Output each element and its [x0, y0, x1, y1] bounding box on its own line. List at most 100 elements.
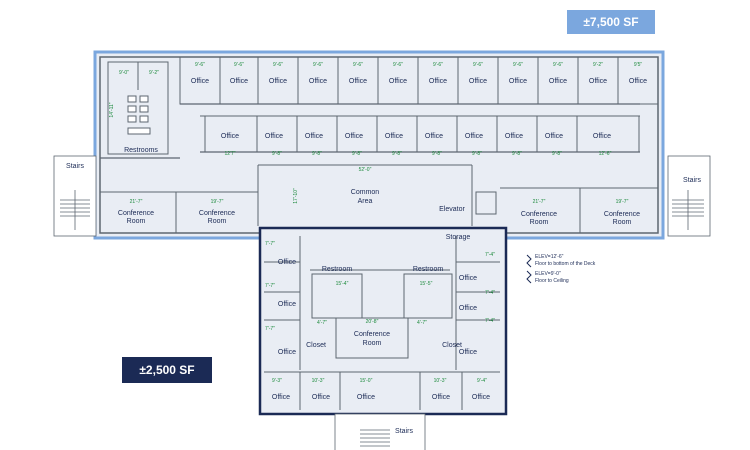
right-stairs-label: Stairs: [683, 177, 701, 184]
closet-left-label: Closet: [306, 342, 326, 349]
svg-text:Floor to Ceiling: Floor to Ceiling: [535, 278, 569, 284]
svg-text:7'-4": 7'-4": [485, 318, 495, 324]
closet-right-dim: 4'-7": [417, 320, 427, 326]
svg-text:7'-7": 7'-7": [265, 326, 275, 332]
svg-text:Office: Office: [549, 78, 567, 85]
svg-text:9'-6": 9'-6": [553, 62, 563, 68]
elevation-notes: ELEV=12'-6" Floor to bottom of the Deck …: [526, 254, 596, 284]
svg-text:9'-6": 9'-6": [393, 62, 403, 68]
svg-text:Conference: Conference: [199, 210, 235, 217]
svg-text:21'-7": 21'-7": [533, 199, 546, 205]
svg-text:9'5": 9'5": [634, 62, 643, 68]
mid-office-labels: Office Office Office Office Office Offic…: [221, 133, 611, 140]
svg-text:Office: Office: [509, 78, 527, 85]
restroom-dim-a: 9'-0": [119, 70, 129, 76]
svg-text:15'-0": 15'-0": [360, 378, 373, 384]
storage-label: Storage: [446, 234, 471, 241]
restrooms-block: [107, 61, 169, 155]
svg-text:9'-8": 9'-8": [272, 151, 282, 157]
bottom-stairs: [334, 413, 426, 450]
mid-office-dims: 12'7" 9'-8" 9'-8" 9'-8" 9'-8" 9'-8" 9'-8…: [224, 151, 611, 157]
svg-text:Office: Office: [230, 78, 248, 85]
svg-text:ELEV=9'-0": ELEV=9'-0": [535, 271, 561, 277]
svg-text:Office: Office: [345, 133, 363, 140]
lower-area-badge: ±2,500 SF: [122, 357, 212, 383]
svg-text:Office: Office: [425, 133, 443, 140]
mid-office-row: [204, 115, 640, 153]
svg-text:Office: Office: [221, 133, 239, 140]
svg-text:Office: Office: [465, 133, 483, 140]
svg-text:9'-6": 9'-6": [234, 62, 244, 68]
left-stairs-label: Stairs: [66, 163, 84, 170]
svg-text:12'7": 12'7": [224, 151, 235, 157]
lower-conference-label-2: Room: [363, 340, 382, 347]
svg-text:9'-8": 9'-8": [352, 151, 362, 157]
right-stairs: [667, 155, 711, 237]
lower-floor-outline: [258, 226, 508, 416]
svg-text:Office: Office: [385, 133, 403, 140]
svg-text:9'-8": 9'-8": [312, 151, 322, 157]
svg-text:7'-7": 7'-7": [265, 241, 275, 247]
svg-text:Conference: Conference: [604, 211, 640, 218]
svg-text:9'-8": 9'-8": [512, 151, 522, 157]
svg-text:Office: Office: [459, 349, 477, 356]
left-stairs: [53, 155, 97, 237]
restroom-right-label: Restroom: [413, 266, 444, 273]
svg-text:Office: Office: [272, 394, 290, 401]
svg-text:9'-8": 9'-8": [552, 151, 562, 157]
svg-text:19'-7": 19'-7": [211, 199, 224, 205]
svg-text:9'-4": 9'-4": [477, 378, 487, 384]
lower-left-offices: 7'-7" Office 7'-7" Office 7'-7" Office: [265, 241, 296, 356]
svg-text:Office: Office: [629, 78, 647, 85]
restroom-left-dim: 15'-4": [336, 281, 349, 287]
upper-floor-outline: [93, 50, 665, 240]
lower-bottom-offices: 9'-3" Office 10'-3" Office 15'-0" Office…: [272, 378, 490, 401]
restroom-dim-b: 9'-2": [149, 70, 159, 76]
svg-text:Room: Room: [127, 218, 146, 225]
svg-text:Office: Office: [309, 78, 327, 85]
top-office-labels: Office Office Office Office Office Offic…: [191, 78, 647, 85]
svg-text:9'-8": 9'-8": [472, 151, 482, 157]
svg-text:Office: Office: [593, 133, 611, 140]
svg-text:12'-6": 12'-6": [599, 151, 612, 157]
common-width-dim: 52'-0": [359, 167, 372, 173]
svg-text:Office: Office: [432, 394, 450, 401]
svg-text:ELEV=12'-6": ELEV=12'-6": [535, 254, 564, 260]
closet-right-label: Closet: [442, 342, 462, 349]
svg-text:10'-3": 10'-3": [312, 378, 325, 384]
svg-text:19'-7": 19'-7": [616, 199, 629, 205]
svg-text:Conference: Conference: [521, 211, 557, 218]
svg-text:Office: Office: [278, 259, 296, 266]
upper-area-text: ±7,500 SF: [583, 15, 639, 29]
restroom-right-dim: 15'-5": [420, 281, 433, 287]
svg-text:9'-6": 9'-6": [313, 62, 323, 68]
common-height-dim: 17'-10": [293, 188, 299, 204]
svg-text:9'-8": 9'-8": [432, 151, 442, 157]
svg-text:9'-6": 9'-6": [195, 62, 205, 68]
svg-text:Office: Office: [469, 78, 487, 85]
svg-text:Office: Office: [545, 133, 563, 140]
svg-text:9'-3": 9'-3": [272, 378, 282, 384]
svg-text:9'-6": 9'-6": [473, 62, 483, 68]
conference-left: 21'-7" Conference Room 19'-7" Conference…: [118, 199, 235, 225]
svg-text:Office: Office: [191, 78, 209, 85]
svg-text:9'-6": 9'-6": [353, 62, 363, 68]
restroom-left-label: Restroom: [322, 266, 353, 273]
svg-text:Office: Office: [505, 133, 523, 140]
svg-text:Office: Office: [305, 133, 323, 140]
svg-text:Floor to bottom of the Deck: Floor to bottom of the Deck: [535, 261, 596, 267]
upper-area-badge: ±7,500 SF: [567, 10, 655, 34]
svg-text:Office: Office: [278, 349, 296, 356]
svg-text:Office: Office: [278, 301, 296, 308]
elevator-label: Elevator: [439, 206, 465, 213]
common-area-label-1: Common: [351, 189, 380, 196]
svg-text:9'-2": 9'-2": [593, 62, 603, 68]
bottom-stairs-label: Stairs: [395, 428, 413, 435]
svg-text:10'-3": 10'-3": [434, 378, 447, 384]
svg-text:Office: Office: [389, 78, 407, 85]
top-office-dims: 9'-6" 9'-6" 9'-6" 9'-6" 9'-6" 9'-6" 9'-6…: [195, 62, 642, 68]
svg-text:9'-6": 9'-6": [433, 62, 443, 68]
restroom-side-dim: 14'-11": [109, 102, 115, 117]
svg-text:Office: Office: [472, 394, 490, 401]
